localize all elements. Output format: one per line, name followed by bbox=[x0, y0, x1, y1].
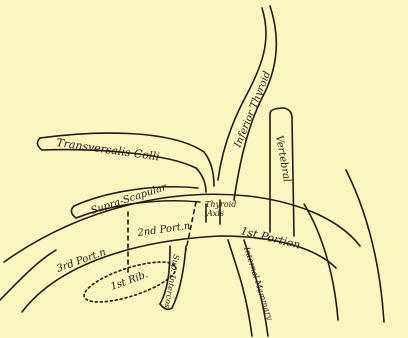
left-lower-outline bbox=[0, 250, 56, 300]
label-internal-mammary: Internal Mammary bbox=[242, 245, 275, 322]
label-second-portion: 2nd Port.n bbox=[136, 221, 191, 239]
label-thyroid-axis-line1: Thyroid bbox=[205, 200, 236, 209]
right-outline-curve bbox=[346, 170, 384, 322]
label-third-portion: 3rd Port.n bbox=[55, 247, 107, 275]
label-thyroid-axis-line2: Axis bbox=[206, 209, 224, 218]
pleura-outline bbox=[304, 204, 338, 320]
supra-scapular-end bbox=[71, 206, 76, 218]
transversalis-colli-end bbox=[37, 138, 42, 150]
label-vertebral: Vertebral bbox=[273, 135, 292, 183]
label-transversalis-colli: Transversalis Colli bbox=[56, 136, 161, 163]
